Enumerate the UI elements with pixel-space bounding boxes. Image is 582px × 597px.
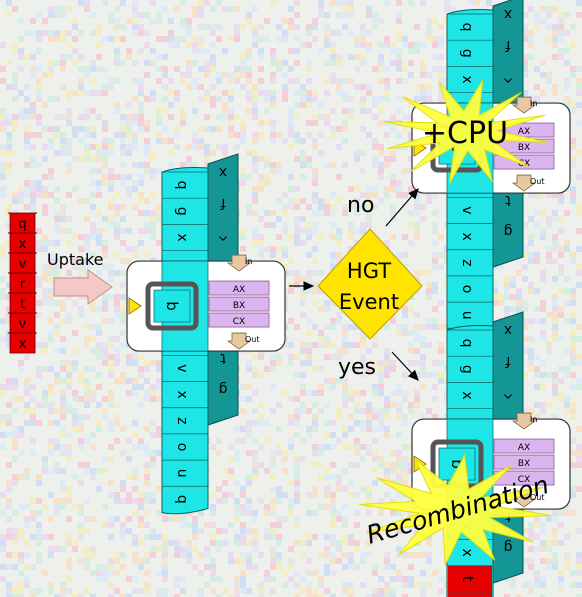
back-tape-letter: f (504, 37, 510, 53)
in-arrow (226, 254, 252, 272)
yes-label: yes (338, 355, 376, 380)
decision-line2: Event (339, 290, 399, 314)
register (208, 296, 270, 312)
front-tape-letter: v (174, 364, 190, 372)
front-tape-letter: x (459, 391, 475, 399)
head-letter: b (448, 459, 466, 469)
read-head (145, 281, 199, 331)
no-label: no (347, 193, 374, 218)
front-tape-letter: g (459, 49, 475, 58)
register-label: BX (518, 143, 530, 153)
back-tape-letter: g (504, 223, 513, 239)
front-tape-letter: x (174, 233, 190, 241)
back-tape-letter: ^ (217, 226, 229, 242)
register-label: BX (233, 301, 245, 311)
front-tape-letter: t (459, 576, 475, 582)
register-label: CX (233, 317, 245, 327)
arrow-yes (391, 351, 419, 381)
uptake-genome-letter: x (19, 337, 27, 352)
front-tape-letter: x (174, 390, 190, 398)
front-tape-letter: u (459, 311, 475, 320)
uptake-arrow (53, 269, 113, 305)
out-arrow (226, 332, 252, 350)
register (493, 438, 555, 454)
register-label: BX (518, 459, 530, 469)
recombined-segment (448, 565, 492, 592)
front-tape-letter: o (174, 443, 190, 452)
front-tape-letter: q (174, 181, 190, 190)
front-tape-letter: g (174, 207, 190, 216)
back-tape-letter: g (219, 381, 228, 397)
front-tape-letter: x (459, 75, 475, 83)
register-label: AX (233, 285, 245, 295)
main-organism: xf^dobtgqgxbnbmvxzouqbAXBXCXInOut (126, 153, 286, 515)
cpu-burst-label: +CPU (422, 116, 508, 151)
head-letter: b (163, 301, 181, 311)
uptake-genome-letter: t (20, 297, 25, 312)
front-tape-letter: q (459, 339, 475, 348)
front-tape-letter: q (174, 495, 190, 504)
front-tape-letter: o (459, 285, 475, 294)
uptake-genome-letter: q (18, 217, 26, 232)
front-tape-letter: q (459, 23, 475, 32)
uptake-genome-letter: v (19, 317, 27, 332)
cpu-burst: +CPU (383, 80, 549, 184)
front-tape-letter: x (459, 232, 475, 240)
decision-line1: HGT (347, 259, 391, 283)
back-tape-letter: f (504, 353, 510, 369)
in-arrow-label: In (530, 415, 537, 424)
front-tape-letter: z (459, 259, 475, 266)
back-tape-letter: t (505, 192, 511, 208)
out-arrow-label: Out (530, 177, 545, 186)
out-arrow-label: Out (530, 493, 545, 502)
register-label: CX (518, 475, 530, 485)
hgt-decision: HGT Event (317, 228, 423, 340)
front-tape-letter: v (459, 206, 475, 214)
uptake-genome-letter: v (19, 257, 27, 272)
back-tape-letter: ^ (502, 384, 514, 400)
out-arrow (511, 174, 537, 192)
instruction-pointer-icon (128, 297, 142, 315)
uptake-genome-cell (9, 332, 36, 354)
in-arrow (511, 96, 537, 114)
back-tape-letter: x (504, 322, 512, 338)
uptake-label: Uptake (47, 250, 103, 269)
front-tape-letter: u (174, 469, 190, 478)
arrow-no (385, 188, 419, 227)
back-tape-letter: g (504, 539, 513, 555)
in-arrow (511, 412, 537, 430)
register (208, 280, 270, 296)
in-arrow-label: In (245, 257, 252, 266)
back-tape-letter: x (219, 164, 227, 180)
front-tape-letter: z (174, 417, 190, 424)
back-tape-letter: t (220, 350, 226, 366)
back-tape-letter: x (504, 6, 512, 22)
register (493, 454, 555, 470)
in-arrow-label: In (530, 99, 537, 108)
uptake-genome-letter: r (20, 277, 26, 292)
back-tape-letter: f (219, 195, 225, 211)
uptake-genome-letter: x (19, 237, 27, 252)
out-arrow-label: Out (245, 335, 260, 344)
recombined-segment (448, 591, 492, 597)
back-tape-letter: ^ (502, 68, 514, 84)
register-label: AX (518, 127, 530, 137)
front-tape-letter: x (459, 548, 475, 556)
front-tape-letter: g (459, 365, 475, 374)
register-label: AX (518, 443, 530, 453)
register (208, 312, 270, 328)
